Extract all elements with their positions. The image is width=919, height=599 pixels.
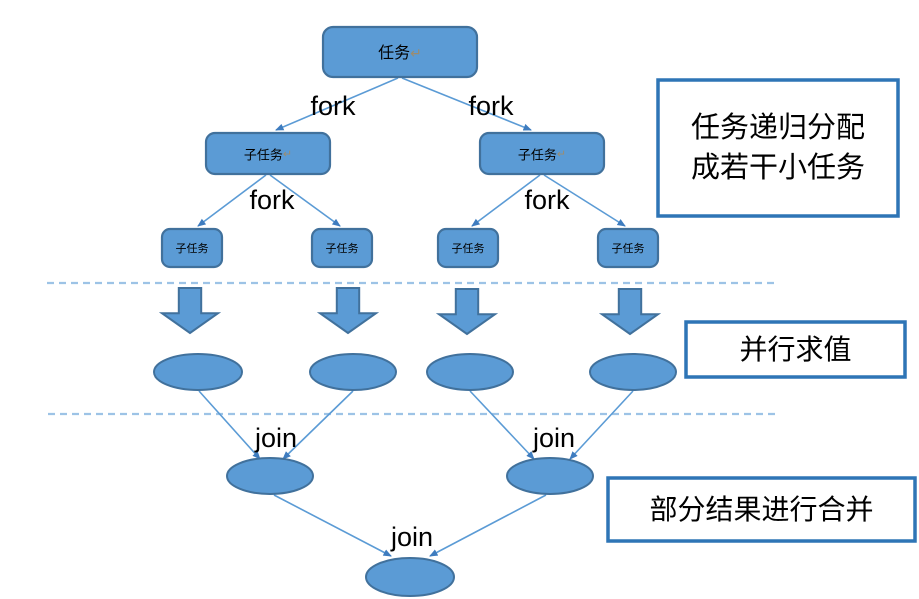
callout-recursive-split-text: 成若干小任务 (691, 151, 865, 184)
join-label-2: join (532, 423, 575, 453)
task-root (321, 25, 479, 79)
callout-recursive-split (656, 78, 900, 218)
edge-result3-to-merge2 (469, 390, 535, 460)
callout-recursive-split-text: 任务递归分配 (691, 111, 865, 144)
subsubtask-1-label: 子任务 (176, 242, 209, 255)
fork-label-1: fork (310, 91, 356, 121)
merged-left (226, 457, 314, 495)
edge-left-to-sub1 (197, 174, 267, 227)
subsubtask-4 (596, 227, 660, 269)
edge-result4-to-merge2 (569, 390, 634, 460)
eval-arrow-3 (435, 288, 499, 336)
connectors-layer (197, 77, 634, 557)
callout-parallel-eval (684, 320, 907, 379)
edge-result2-to-merge1 (282, 390, 354, 460)
block-arrows-layer (158, 287, 662, 336)
edge-left-to-sub2 (269, 174, 341, 227)
eval-arrow-1 (158, 287, 222, 335)
subtask-left-label: 子任务↵ (244, 147, 292, 162)
subsubtask-3-label: 子任务 (452, 242, 485, 255)
phase-dividers-layer (47, 281, 777, 416)
join-label-3: join (390, 522, 433, 552)
subsubtask-2 (310, 227, 374, 269)
callout-merge-results-text: 部分结果进行合并 (649, 494, 873, 525)
subtask-right (478, 131, 606, 176)
merged-right (506, 457, 594, 495)
task-root-label: 任务↵ (378, 44, 422, 62)
edge-root-to-right (401, 77, 532, 131)
final-result (365, 557, 455, 597)
edge-right-to-sub4 (543, 174, 626, 227)
shapes-layer (153, 25, 677, 597)
edge-root-to-left (275, 77, 399, 131)
join-label-1: join (254, 423, 297, 453)
fork-label-3: fork (249, 185, 295, 215)
edge-right-to-sub3 (471, 174, 541, 227)
result-1 (153, 353, 243, 391)
subtask-left (204, 131, 332, 176)
subtask-right-label: 子任务↵ (518, 147, 566, 162)
subsubtask-1 (160, 227, 224, 269)
result-2 (309, 353, 397, 391)
subsubtask-4-label: 子任务 (612, 242, 645, 255)
fork-label-4: fork (524, 185, 570, 215)
fork-label-2: fork (468, 91, 514, 121)
result-4 (589, 353, 677, 391)
subsubtask-3 (436, 227, 500, 269)
edge-merge2-to-final (429, 494, 547, 557)
edge-merge1-to-final (273, 494, 392, 557)
eval-arrow-2 (316, 287, 380, 335)
callout-merge-results (606, 476, 917, 543)
eval-arrow-4 (598, 288, 662, 336)
result-3 (426, 353, 514, 391)
edge-result1-to-merge1 (198, 390, 261, 460)
subsubtask-2-label: 子任务 (326, 242, 359, 255)
text-labels-layer: 任务↵ 子任务↵ 子任务↵ 子任务 子任务 子任务 子任务 fork fork fork fork j… (176, 44, 645, 553)
callout-parallel-eval-text: 并行求值 (739, 334, 851, 365)
